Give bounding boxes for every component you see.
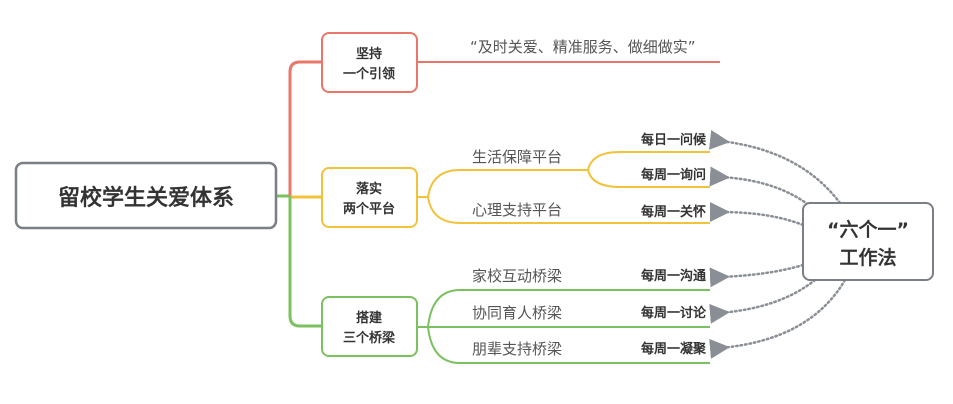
child-label: 朋辈支持桥梁 (472, 340, 562, 358)
child-label: 协同育人桥梁 (472, 304, 562, 322)
root-node[interactable]: 留校学生关爱体系 (14, 161, 278, 230)
branch-node-leadership[interactable]: 坚持 一个引领 (321, 32, 418, 93)
arrow-icon (709, 166, 817, 212)
child-label: 家校互动桥梁 (472, 267, 562, 285)
arrow-icon (709, 278, 847, 359)
practice-label: 每周一讨论 (641, 305, 707, 321)
branch-label: 坚持 (356, 46, 382, 62)
slogan-label: “及时关爱、精准服务、做细做实” (470, 38, 696, 56)
child-label: 生活保障平台 (472, 148, 562, 166)
method-node[interactable]: “六个一” 工作法 (802, 202, 934, 281)
child-line (427, 196, 710, 224)
practice-label: 每周一询问 (641, 167, 706, 183)
arrow-icon (709, 263, 805, 288)
branch-label: 落实 (356, 181, 382, 197)
child-label: 心理支持平台 (472, 201, 562, 219)
branch-line-1 (288, 60, 322, 196)
branch-line-3 (288, 196, 322, 328)
branch-node-bridges[interactable]: 搭建 三个桥梁 (321, 296, 418, 357)
arrow-icon (708, 129, 842, 205)
practice-label: 每周一关怀 (641, 204, 706, 220)
practice-label: 每周一凝聚 (641, 341, 707, 357)
branch-label: 三个桥梁 (343, 330, 396, 346)
branch-label: 搭建 (356, 310, 382, 326)
branch-node-platforms[interactable]: 落实 两个平台 (321, 167, 418, 228)
child-line (417, 169, 588, 198)
branch-label: 两个平台 (343, 201, 395, 217)
child-line (427, 326, 710, 364)
root-label: 留校学生关爱体系 (58, 185, 234, 211)
practice-label: 每周一沟通 (641, 268, 706, 284)
method-label: “六个一” (827, 218, 909, 241)
child-line (587, 169, 710, 188)
branch-label: 一个引领 (343, 66, 395, 82)
method-label: 工作法 (839, 246, 896, 269)
child-line (587, 151, 710, 171)
arrow-icon (709, 201, 805, 227)
arrow-icon (709, 278, 817, 324)
practice-label: 每日一问候 (641, 132, 707, 148)
